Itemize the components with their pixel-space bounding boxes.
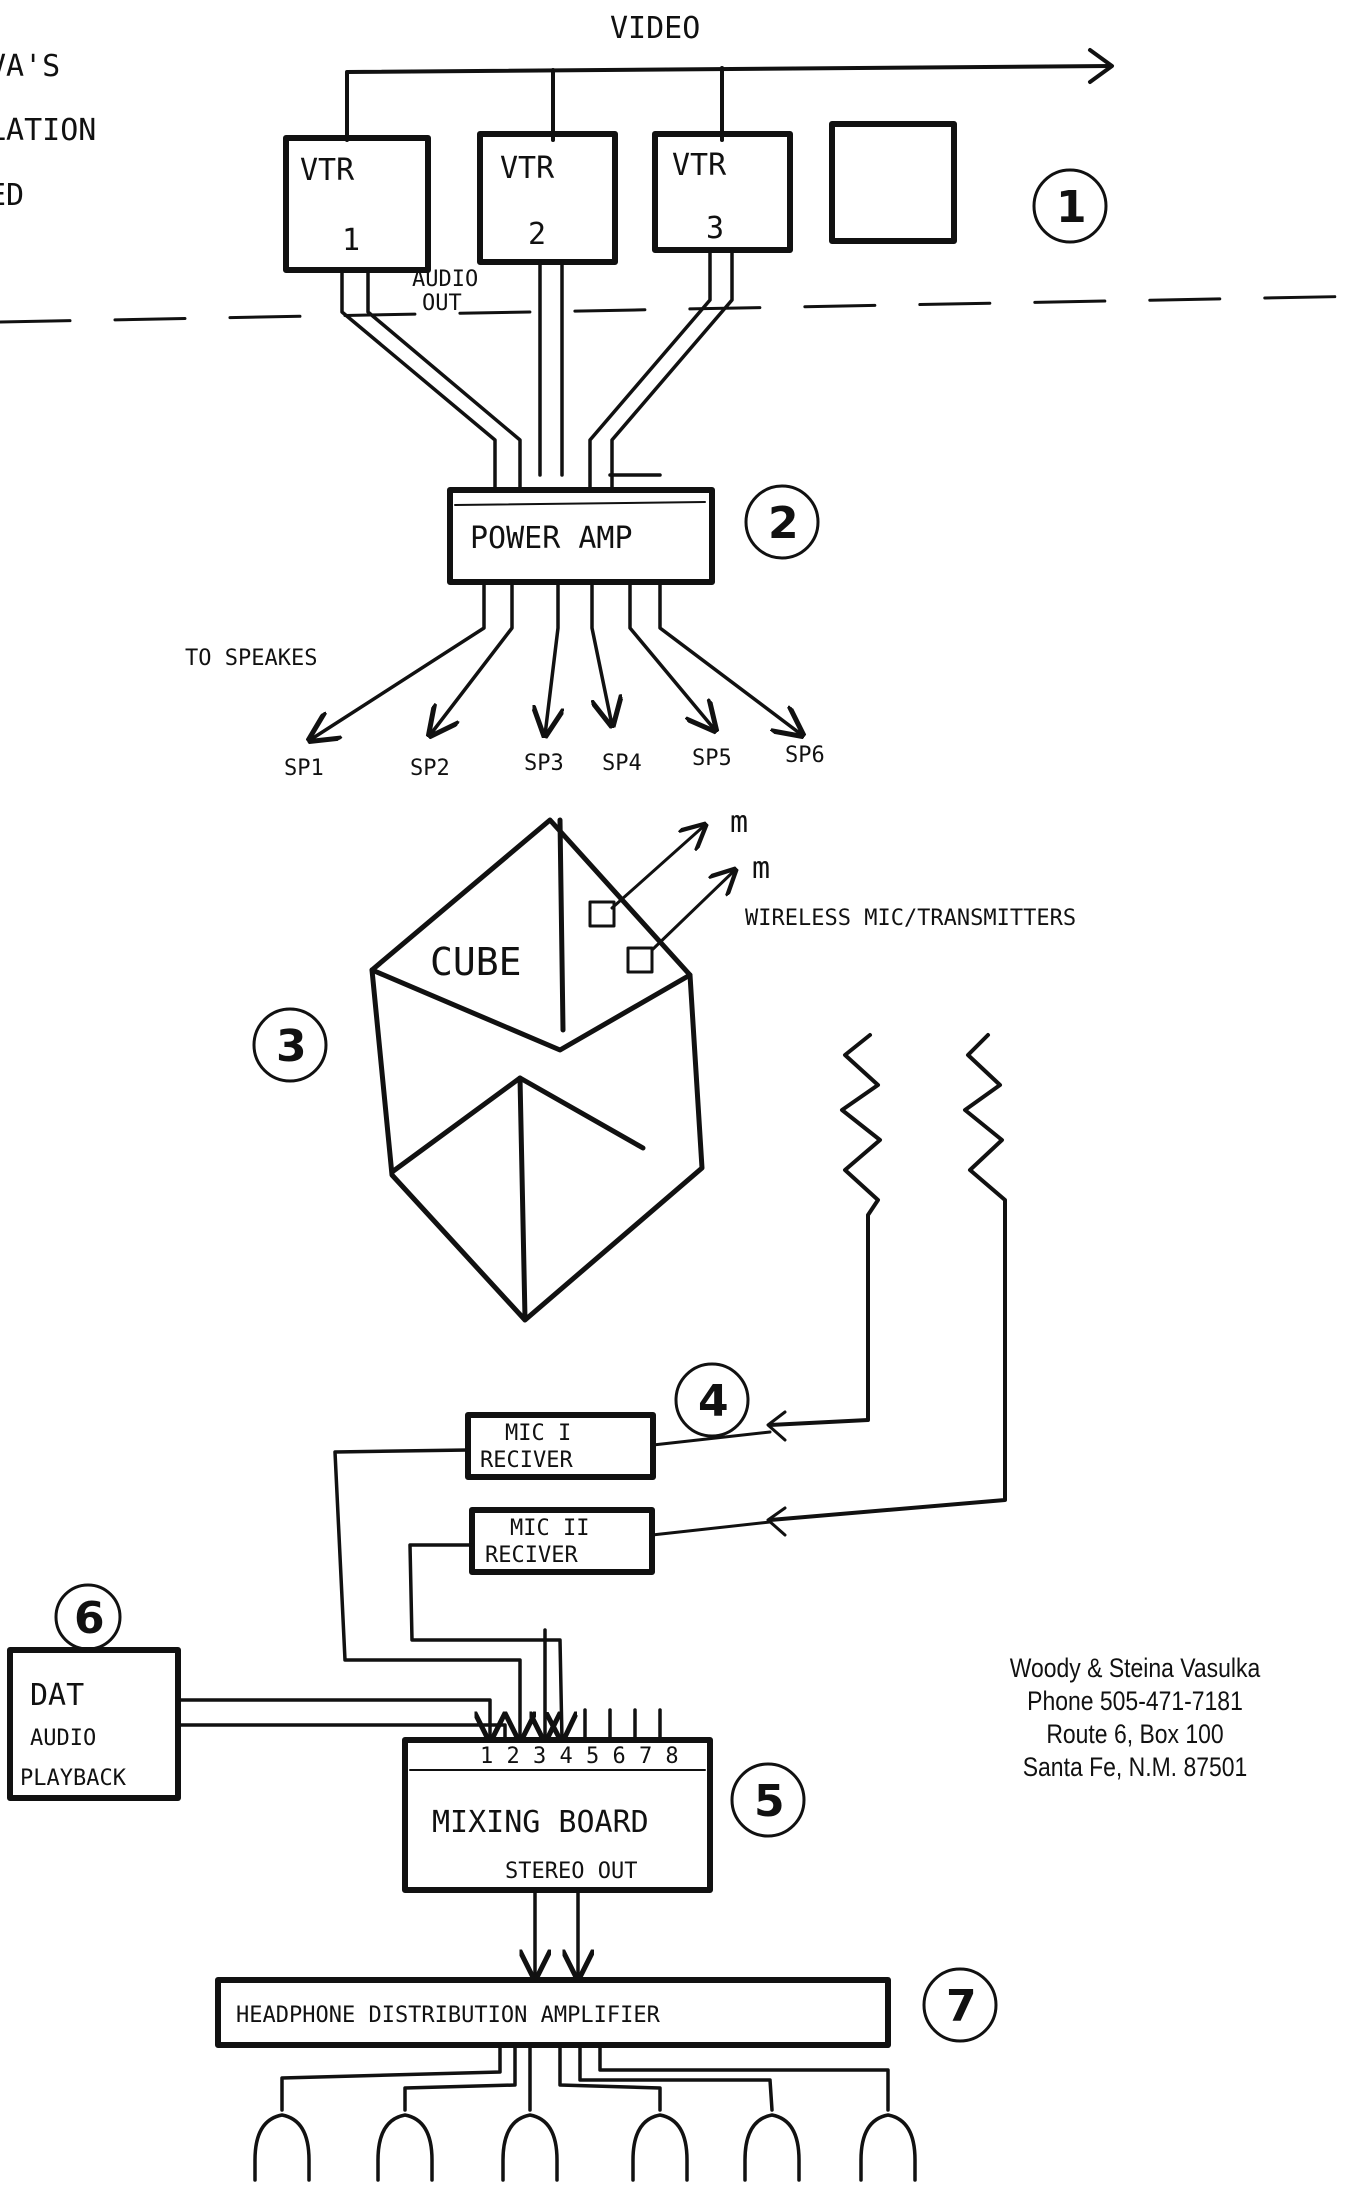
mic-receiver-2-line2: RECIVER <box>485 1543 578 1568</box>
dat-line-1: DAT <box>30 1678 84 1713</box>
speaker-sp6: SP6 <box>785 743 825 768</box>
contact-route: Route 6, Box 100 <box>1046 1719 1224 1749</box>
mic-receiver-2-box <box>469 1507 655 1575</box>
vtr-1-number: 1 <box>342 223 360 258</box>
step-4-number: 4 <box>698 1376 729 1427</box>
mic-2-signal <box>650 870 735 952</box>
contact-names: Woody & Steina Vasulka <box>1009 1653 1261 1683</box>
wireless-label: WIRELESS MIC/TRANSMITTERS <box>745 906 1076 931</box>
vtr-3-name: VTR <box>672 148 727 183</box>
step-6-circle <box>54 1583 122 1651</box>
video-bus-line <box>345 64 1112 142</box>
contact-city: Santa Fe, N.M. 87501 <box>1022 1752 1248 1782</box>
step-3-circle <box>252 1007 328 1083</box>
step-1-circle <box>1032 168 1108 244</box>
step-3-number: 3 <box>276 1021 307 1072</box>
speaker-sp2: SP2 <box>410 756 450 781</box>
speakers-caption: TO SPEAKES <box>185 646 317 671</box>
cube-drawing <box>369 817 705 1323</box>
mixing-board-output: STEREO OUT <box>505 1859 637 1884</box>
dat-line-3: PLAYBACK <box>20 1766 127 1791</box>
headphone-amp-box <box>215 1977 891 2048</box>
speaker-sp1: SP1 <box>284 756 324 781</box>
video-label: VIDEO <box>610 11 700 46</box>
contact-block: Woody & Steina Vasulka Phone 505-471-718… <box>995 1652 1276 1784</box>
step-7-circle <box>922 1967 998 2043</box>
vtr-3-box <box>652 131 793 253</box>
speaker-sp3: SP3 <box>524 751 564 776</box>
power-amp-label: POWER AMP <box>470 521 633 556</box>
step-7-number: 7 <box>946 1981 977 2032</box>
mic-symbol-1: m <box>730 805 748 840</box>
empty-monitor-box <box>829 121 957 244</box>
audio-out-label-1: AUDIO <box>412 267 478 292</box>
video-arrow <box>1088 48 1114 84</box>
vtr-2-name: VTR <box>500 151 555 186</box>
mic-receiver-1-line1: MIC I <box>505 1421 571 1446</box>
mic-receiver-1-line2: RECIVER <box>480 1448 573 1473</box>
dat-line-2: AUDIO <box>30 1726 96 1751</box>
vtr-2-box <box>477 131 618 265</box>
mixing-board-box <box>402 1737 713 1893</box>
step-6-number: 6 <box>74 1593 105 1644</box>
vtr-1-box <box>283 135 431 273</box>
vtr-3-number: 3 <box>706 211 724 246</box>
mic-1-signal <box>610 825 705 910</box>
headphone-outputs <box>280 2043 890 2112</box>
mixing-board-title: MIXING BOARD <box>432 1805 649 1840</box>
corner-note-1: VA'S <box>0 49 60 84</box>
headphone-amp-label: HEADPHONE DISTRIBUTION AMPLIFIER <box>236 2003 661 2028</box>
audio-out-label-2: OUT <box>422 291 462 316</box>
dat-cable-1 <box>178 1698 490 1740</box>
mic-receiver-2-line1: MIC II <box>510 1516 589 1541</box>
vtr-1-name: VTR <box>300 153 355 188</box>
vtr-2-number: 2 <box>528 217 546 252</box>
speaker-sp4: SP4 <box>602 751 642 776</box>
step-1-number: 1 <box>1056 182 1087 233</box>
step-4-circle <box>674 1362 750 1438</box>
receiver-cables <box>333 1448 662 1740</box>
speaker-sp5: SP5 <box>692 746 732 771</box>
step-5-circle <box>730 1762 806 1838</box>
headphone-icons <box>253 2113 917 2182</box>
section-divider <box>0 294 1371 324</box>
corner-note-2: LATION <box>0 113 96 148</box>
step-2-number: 2 <box>768 498 799 549</box>
mic-symbol-2: m <box>752 851 770 886</box>
step-2-circle <box>744 484 820 560</box>
corner-note-3: ED <box>0 178 24 213</box>
step-5-number: 5 <box>754 1776 785 1827</box>
cube-mic-2 <box>626 946 654 974</box>
contact-phone: Phone 505-471-7181 <box>1027 1686 1243 1716</box>
dat-box <box>7 1647 181 1801</box>
mixing-board-inputs: 1 2 3 4 5 6 7 8 <box>480 1744 679 1769</box>
antenna-1 <box>768 1033 882 1427</box>
antenna-2 <box>768 1033 1007 1522</box>
speaker-lines <box>310 583 802 740</box>
power-amp-box <box>447 487 715 585</box>
dat-cable-2 <box>178 1723 507 1742</box>
cube-label: CUBE <box>430 940 522 984</box>
cube-mic-1 <box>588 900 616 928</box>
audio-cables <box>340 248 734 492</box>
